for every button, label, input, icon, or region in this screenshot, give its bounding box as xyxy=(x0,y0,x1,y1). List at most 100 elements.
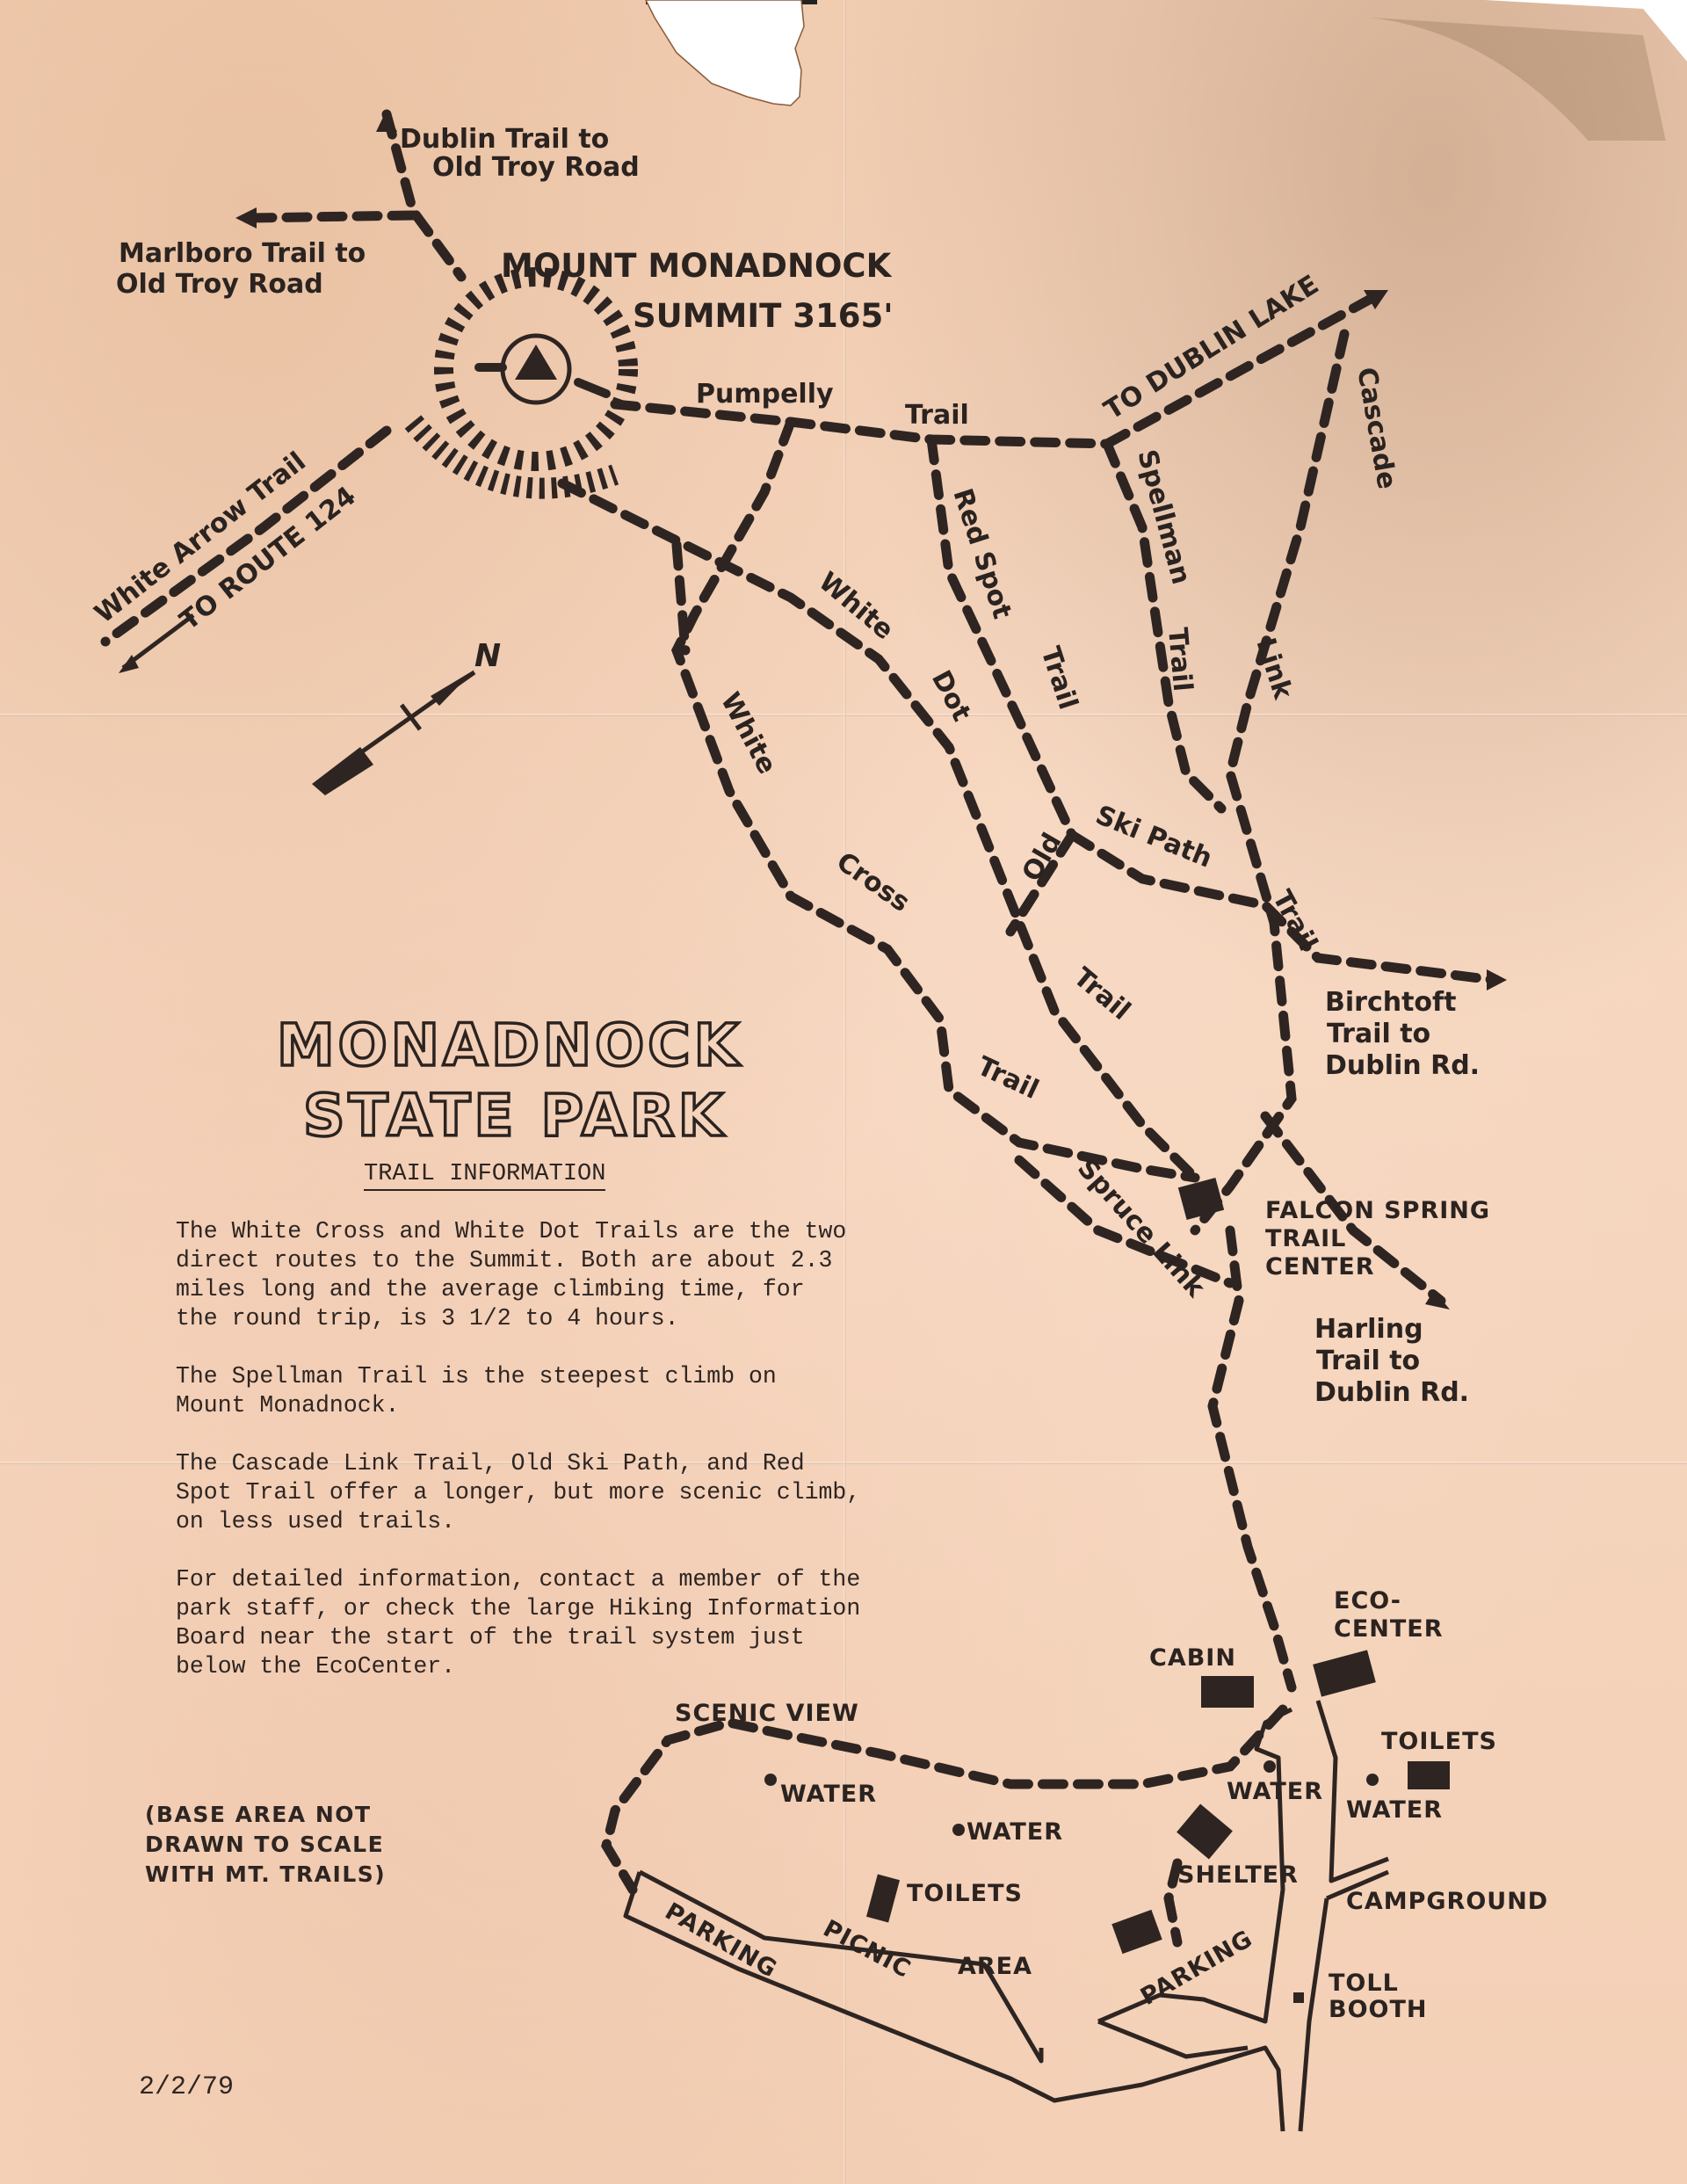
scale-note: (BASE AREA NOT DRAWN TO SCALE WITH MT. T… xyxy=(145,1802,387,1887)
toll-booth-label-2: BOOTH xyxy=(1329,1996,1428,2023)
summit-elevation-label: SUMMIT 3165' xyxy=(633,297,894,335)
scenic-view-label: SCENIC VIEW xyxy=(675,1700,859,1727)
pumpelly-trail xyxy=(610,399,1112,449)
dublin-trail-label-1: Dublin Trail to xyxy=(400,124,609,155)
spellman-trail-label: Trail xyxy=(1162,627,1198,693)
scenic-loop xyxy=(601,1704,1288,1895)
toll-booth-label-1: TOLL xyxy=(1329,1970,1399,1997)
water-dot xyxy=(1366,1774,1379,1786)
white-cross-trail xyxy=(671,417,1200,1183)
info-paragraph-scenic: The Cascade Link Trail, Old Ski Path, an… xyxy=(176,1450,861,1535)
falcon-spring-building xyxy=(1177,1177,1225,1221)
marlboro-trail-label-1: Marlboro Trail to xyxy=(119,238,366,269)
trail-network xyxy=(100,109,1499,1948)
north-label: N xyxy=(474,638,501,674)
info-paragraph-contact: For detailed information, contact a memb… xyxy=(176,1566,861,1680)
red-spot-label: Red Spot xyxy=(946,485,1017,623)
dublin-trail xyxy=(381,109,467,282)
white-dot-trail xyxy=(557,478,1200,1183)
old-ski-path xyxy=(1067,830,1499,985)
arrow-birchtoft xyxy=(1487,969,1507,990)
picnic-toilets-building xyxy=(865,1874,901,1923)
main-trail-down xyxy=(1207,1225,1297,1693)
dublin-lake-label: TO DUBLIN LAKE xyxy=(1099,269,1324,425)
torn-edge xyxy=(645,0,1687,141)
cascade-link-trail xyxy=(1190,329,1350,1236)
shelter-path xyxy=(1163,1858,1183,1948)
white-dot-label-2: Dot xyxy=(925,665,977,726)
white-dot-label-1: White xyxy=(813,566,900,646)
toilets-right-building xyxy=(1408,1761,1450,1789)
white-cross-spur xyxy=(671,540,691,656)
marlboro-trail xyxy=(245,210,418,223)
pumpelly-trail-label: Trail xyxy=(905,400,969,431)
marlboro-trail-label-2: Old Troy Road xyxy=(116,269,323,300)
water-label-right: WATER xyxy=(1346,1796,1443,1824)
old-trail xyxy=(1005,830,1077,937)
falcon-spring-label-1: FALCON SPRING xyxy=(1265,1197,1490,1224)
arrow-route124 xyxy=(119,655,139,673)
water-dot xyxy=(952,1824,965,1836)
white-cross-label-1: White xyxy=(714,687,783,779)
arrow-left-marlboro xyxy=(235,207,257,229)
toilets-picnic-label: TOILETS xyxy=(907,1880,1023,1907)
red-spot-trail-label: Trail xyxy=(1034,643,1083,714)
water-label-left: WATER xyxy=(780,1781,877,1808)
white-cross-trail-label: Trail xyxy=(973,1051,1044,1106)
toilets-right-label: TOILETS xyxy=(1381,1728,1497,1755)
harling-label-3: Dublin Rd. xyxy=(1314,1377,1469,1408)
white-dot-trail-label: Trail xyxy=(1068,961,1136,1027)
spellman-trail xyxy=(1102,439,1227,814)
north-arrow-icon xyxy=(312,670,476,795)
summit-mountain-icon xyxy=(404,267,638,499)
ecocenter-building xyxy=(1313,1650,1376,1697)
park-title-line-2: STATE PARK xyxy=(303,1082,727,1150)
harling-trail xyxy=(1260,1111,1446,1306)
print-date: 2/2/79 xyxy=(139,2072,235,2102)
dublin-trail-label-2: Old Troy Road xyxy=(432,152,640,183)
base-area-buildings xyxy=(764,1650,1450,2003)
water-label-picnic: WATER xyxy=(967,1818,1063,1846)
spruce-link xyxy=(1014,1155,1235,1288)
link-label: Link xyxy=(1249,635,1298,704)
birchtoft-label-3: Dublin Rd. xyxy=(1325,1050,1480,1081)
falcon-spring-label-3: CENTER xyxy=(1265,1253,1375,1281)
water-label-center: WATER xyxy=(1227,1778,1323,1805)
shelter-label: SHELTER xyxy=(1177,1861,1299,1889)
red-spot-trail xyxy=(926,434,1077,840)
falcon-spring-label-2: TRAIL xyxy=(1265,1225,1346,1252)
toll-booth-building xyxy=(1293,1992,1304,2003)
birchtoft-label-1: Birchtoft xyxy=(1325,987,1456,1018)
trail-information-text: The White Cross and White Dot Trails are… xyxy=(176,1217,931,1710)
white-cross-label-2: Cross xyxy=(830,846,915,918)
arrow-harling xyxy=(1425,1290,1450,1310)
to-dublin-lake-trail xyxy=(1102,294,1376,449)
water-dot xyxy=(1263,1760,1276,1773)
park-title-line-1: MONADNOCK xyxy=(277,1012,742,1079)
shelter-building xyxy=(1177,1803,1233,1860)
pumpelly-label: Pumpelly xyxy=(696,379,834,410)
arrow-up-dublin xyxy=(376,110,397,132)
arrow-dublin-lake xyxy=(1364,290,1388,309)
birchtoft-label-2: Trail to xyxy=(1327,1019,1430,1049)
fold-crease-vertical xyxy=(844,0,846,2184)
water-dot xyxy=(764,1774,777,1786)
direction-arrows xyxy=(119,110,1507,1310)
cascade-label: Cascade xyxy=(1350,365,1402,491)
campground-label: CAMPGROUND xyxy=(1346,1888,1548,1915)
ecocenter-label-2: CENTER xyxy=(1334,1615,1444,1643)
base-area-roads xyxy=(623,1700,1389,2132)
white-arrow-trail xyxy=(100,425,392,647)
cabin-label: CABIN xyxy=(1149,1644,1236,1672)
harling-label-1: Harling xyxy=(1314,1314,1423,1345)
picnic-shelter-building xyxy=(1111,1909,1162,1955)
trail-information-heading: TRAIL INFORMATION xyxy=(364,1161,606,1191)
harling-label-2: Trail to xyxy=(1316,1346,1420,1376)
area-label: AREA xyxy=(958,1953,1032,1980)
summit-name-label: MOUNT MONADNOCK xyxy=(501,247,893,285)
picnic-label: PICNIC xyxy=(819,1915,916,1984)
info-paragraph-spellman: The Spellman Trail is the steepest climb… xyxy=(176,1363,777,1419)
ecocenter-label-1: ECO- xyxy=(1334,1587,1401,1614)
info-paragraph-routes: The White Cross and White Dot Trails are… xyxy=(176,1218,847,1331)
